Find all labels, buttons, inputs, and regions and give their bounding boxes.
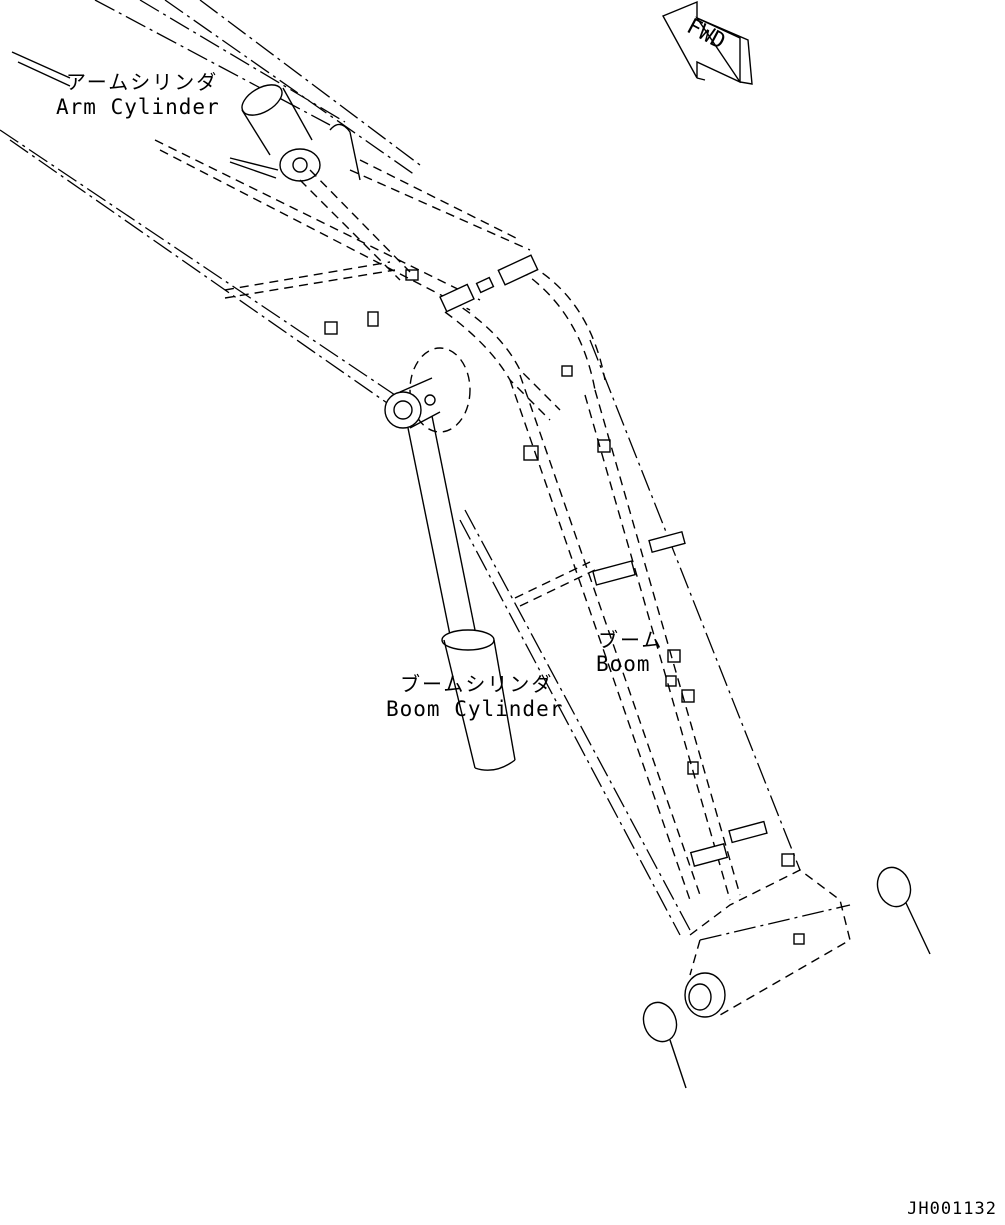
- boom-foot: [684, 869, 851, 1018]
- arm-outline: [0, 0, 481, 406]
- drawing-code: JH001132: [907, 1199, 997, 1219]
- hose-clamp-icon: [324, 254, 573, 377]
- fwd-arrow-icon: FWD: [662, 0, 753, 85]
- arm-cylinder-label-jp: アームシリンダ: [66, 70, 219, 94]
- arm-cylinder: [229, 84, 361, 182]
- boom-body: [459, 339, 851, 941]
- boom-cylinder-label-jp: ブームシリンダ: [400, 672, 554, 696]
- arm-cylinder-label-en: Arm Cylinder: [56, 95, 220, 119]
- boom-clamps: [523, 439, 805, 945]
- leader-lines: [11, 51, 71, 87]
- boom-pivot: [384, 347, 471, 433]
- boom-label-jp: ブーム: [598, 628, 664, 652]
- boom-label-en: Boom: [596, 652, 651, 676]
- hose-lines-upper: [224, 159, 606, 421]
- washer-icon: [642, 866, 931, 1089]
- boom-cylinder: [407, 415, 516, 771]
- boom-cylinder-label-en: Boom Cylinder: [386, 697, 564, 721]
